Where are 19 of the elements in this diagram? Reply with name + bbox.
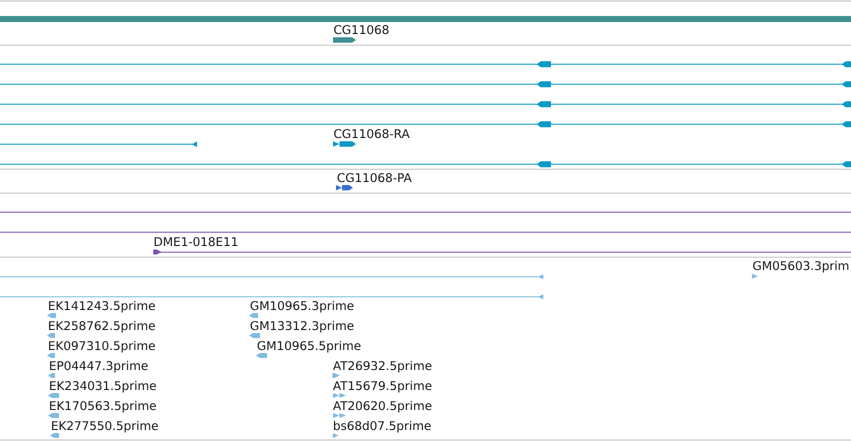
feature-label: EK141243.5prime [49, 300, 155, 312]
feature-label: CG11068 [334, 25, 389, 34]
feature-label: CG11068-PA [338, 173, 412, 182]
feature-label: EK234031.5prime [50, 380, 156, 392]
feature-label: AT20620.5prime [333, 400, 432, 412]
feature-label: EK277550.5prime [52, 420, 158, 432]
feature-label: EK258762.5prime [49, 320, 155, 332]
feature-label: DME1-018E11 [154, 237, 238, 246]
feature-label: CG11068-RA [334, 129, 410, 138]
feature-label: bs68d07.5prime [334, 420, 431, 432]
feature-label: GM13312.3prime [250, 320, 354, 332]
feature-label: AT26932.5prime [333, 360, 432, 372]
feature-label: EP04447.3prime [50, 360, 148, 372]
feature-label: GM05603.3prim [753, 260, 848, 272]
feature-label: AT15679.5prime [333, 380, 432, 392]
feature-label: EK097310.5prime [49, 340, 155, 352]
feature-label: GM10965.5prime [258, 340, 360, 352]
feature-label: EK170563.5prime [50, 400, 156, 412]
feature-label: GM10965.3prime [250, 300, 354, 312]
